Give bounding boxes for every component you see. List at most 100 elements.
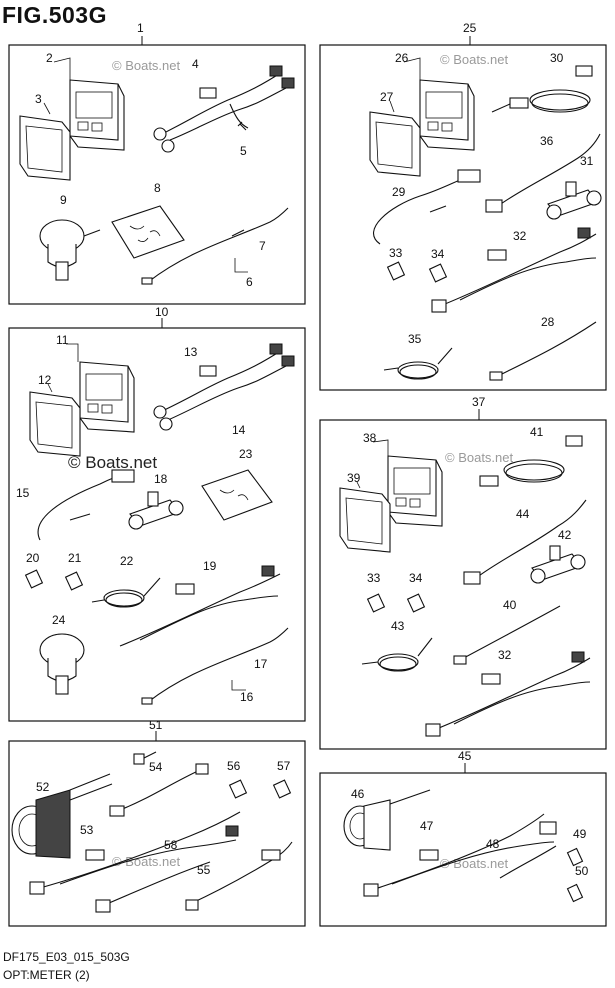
watermark: © Boats.net — [112, 58, 181, 73]
cable-icon — [489, 321, 597, 381]
footer-code: DF175_E03_015_503G — [3, 950, 130, 964]
meter-display-icon — [419, 79, 475, 151]
connector-icon — [366, 593, 426, 613]
callout-label: 32 — [513, 229, 527, 243]
wire-harness-icon — [153, 65, 295, 153]
connector-icon — [24, 569, 84, 591]
callout-label: 8 — [154, 181, 161, 195]
tee-connector-icon — [546, 181, 602, 220]
callout-label: 33 — [367, 571, 381, 585]
callout-label: 38 — [363, 431, 377, 445]
callout-label: 3 — [35, 92, 42, 106]
cable-coil-icon — [383, 347, 453, 380]
callout-labels: 2 3 4 5 6 7 8 9 11 12 13 14 15 16 17 18 … — [16, 51, 594, 878]
group-box-1 — [8, 44, 306, 305]
cable-icon — [373, 169, 481, 245]
meter-display-icon — [79, 361, 135, 433]
leader-lines — [43, 57, 421, 691]
wire-harness-icon — [431, 227, 597, 313]
connector-icon — [566, 847, 584, 903]
callout-label: 19 — [203, 559, 217, 573]
cable-icon — [463, 499, 587, 585]
callout-label: 39 — [347, 471, 361, 485]
footer-name: OPT:METER (2) — [3, 968, 90, 982]
callout-label: 5 — [240, 144, 247, 158]
callout-label: 57 — [277, 759, 291, 773]
callout-label: 12 — [38, 373, 52, 387]
callout-label: 23 — [239, 447, 253, 461]
callout-label: 22 — [120, 554, 134, 568]
callout-label: 31 — [580, 154, 594, 168]
callout-label: 56 — [227, 759, 241, 773]
callout-label: 29 — [392, 185, 406, 199]
gauge-icon — [343, 789, 431, 851]
hardware-bag-icon — [201, 469, 273, 521]
callout-label: 16 — [240, 690, 254, 704]
cable-icon — [37, 469, 135, 541]
callout-label: 42 — [558, 528, 572, 542]
hardware-bag-icon — [111, 205, 185, 259]
group-label-51: 51 — [149, 718, 163, 732]
callout-label: 46 — [351, 787, 365, 801]
callout-label: 52 — [36, 780, 50, 794]
callout-label: 34 — [409, 571, 423, 585]
gauge-icon — [11, 773, 113, 859]
callout-label: 49 — [573, 827, 587, 841]
callout-label: 44 — [516, 507, 530, 521]
callout-label: 24 — [52, 613, 66, 627]
meter-display-icon — [69, 79, 125, 151]
callout-label: 27 — [380, 90, 394, 104]
cable-icon — [499, 845, 557, 879]
callout-label: 6 — [246, 275, 253, 289]
sensor-icon — [39, 219, 101, 281]
group-box-10 — [8, 327, 306, 722]
cable-coil-icon — [361, 637, 433, 672]
callout-label: 34 — [431, 247, 445, 261]
cable-icon — [141, 207, 289, 285]
wire-harness-icon — [119, 565, 281, 647]
meter-cover-icon — [19, 115, 71, 181]
wire-harness-icon — [153, 343, 295, 431]
meter-cover-icon — [369, 111, 421, 177]
group-label-37: 37 — [472, 395, 486, 409]
callout-label: 43 — [391, 619, 405, 633]
group-box-37 — [319, 419, 607, 750]
callout-label: 26 — [395, 51, 409, 65]
callout-label: 36 — [540, 134, 554, 148]
cable-icon — [109, 751, 209, 817]
screw-icon — [237, 121, 247, 131]
watermark: © Boats.net — [112, 854, 181, 869]
wire-harness-icon — [363, 813, 557, 897]
group-label-1: 1 — [137, 21, 144, 35]
callout-label: 47 — [420, 819, 434, 833]
cable-icon — [95, 861, 211, 913]
callout-label: 13 — [184, 345, 198, 359]
callout-label: 15 — [16, 486, 30, 500]
callout-label: 28 — [541, 315, 555, 329]
callout-label: 48 — [486, 837, 500, 851]
group-label-10: 10 — [155, 305, 169, 319]
callout-label: 17 — [254, 657, 268, 671]
callout-label: 54 — [149, 760, 163, 774]
callout-label: 58 — [164, 838, 178, 852]
tee-connector-icon — [128, 491, 184, 530]
cable-coil-icon — [479, 435, 583, 487]
wire-harness-icon — [425, 651, 591, 737]
meter-cover-icon — [339, 487, 391, 553]
tee-connector-icon — [530, 545, 586, 584]
cable-icon — [185, 841, 293, 911]
cable-coil-icon — [91, 577, 161, 608]
callout-label: 53 — [80, 823, 94, 837]
cable-coil-icon — [491, 65, 593, 113]
callout-label: 11 — [56, 333, 69, 347]
callout-label: 21 — [68, 551, 82, 565]
group-box-51 — [8, 740, 306, 927]
callout-label: 4 — [192, 57, 199, 71]
callout-label: 9 — [60, 193, 67, 207]
callout-label: 33 — [389, 246, 403, 260]
callout-label: 32 — [498, 648, 512, 662]
cable-icon — [141, 627, 289, 705]
connector-icon — [386, 261, 448, 283]
connector-icon — [228, 779, 292, 799]
